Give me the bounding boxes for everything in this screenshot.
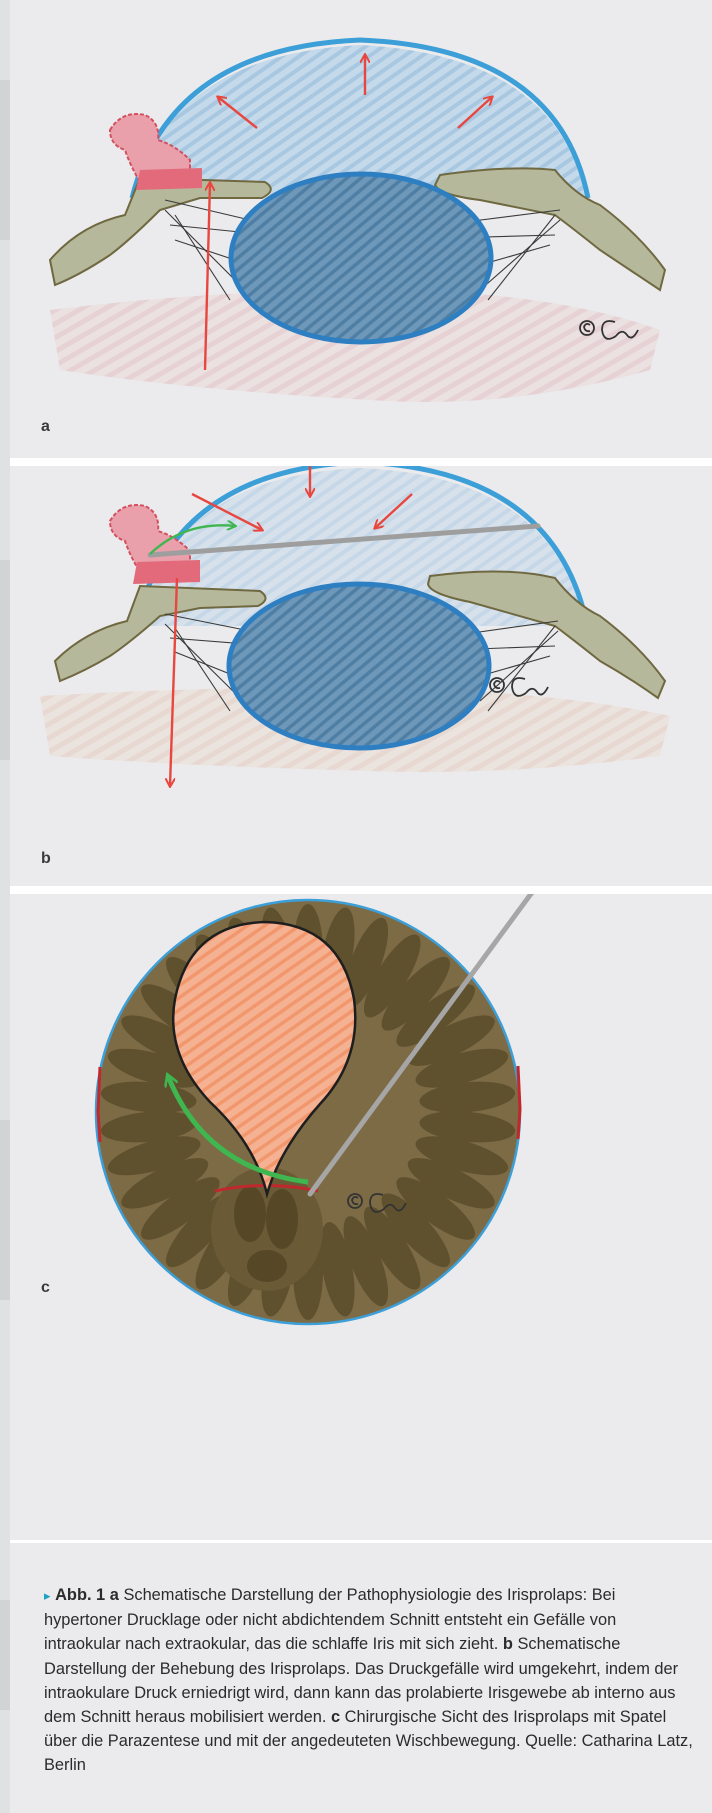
- panel-letter-c: c: [41, 1279, 50, 1297]
- panel-letter-b: b: [41, 850, 51, 868]
- side-strip-band: [0, 1120, 10, 1300]
- surgical-view-diagram-c: [10, 894, 712, 1540]
- eye-cross-section-diagram-b: [10, 466, 712, 886]
- figure-caption: ▸ Abb. 1 a Schematische Darstellung der …: [10, 1540, 712, 1813]
- page-side-strip: [0, 0, 10, 1813]
- caption-label: Abb. 1: [55, 1586, 105, 1604]
- incision-mark-left: [98, 1067, 100, 1142]
- caption-text: ▸ Abb. 1 a Schematische Darstellung der …: [44, 1583, 694, 1778]
- caption-part-b-letter: b: [503, 1635, 513, 1653]
- figure-panel-c: c: [10, 894, 712, 1540]
- figure-panel-b: b: [10, 466, 712, 886]
- side-strip-band: [0, 1600, 10, 1710]
- caption-part-a-letter: a: [110, 1586, 119, 1604]
- lens: [231, 174, 491, 342]
- side-strip-band: [0, 80, 10, 240]
- lens: [229, 584, 489, 748]
- figure-panel-a: a: [10, 0, 712, 458]
- prolapsed-iris-base: [136, 168, 202, 190]
- side-strip-band: [0, 560, 10, 760]
- eye-cross-section-diagram-a: [10, 0, 712, 458]
- incision-mark-right: [518, 1066, 520, 1139]
- caption-part-c-letter: c: [331, 1708, 340, 1726]
- caption-marker-icon: ▸: [44, 1588, 51, 1603]
- panel-letter-a: a: [41, 418, 50, 436]
- prolapsed-iris-base: [133, 560, 200, 584]
